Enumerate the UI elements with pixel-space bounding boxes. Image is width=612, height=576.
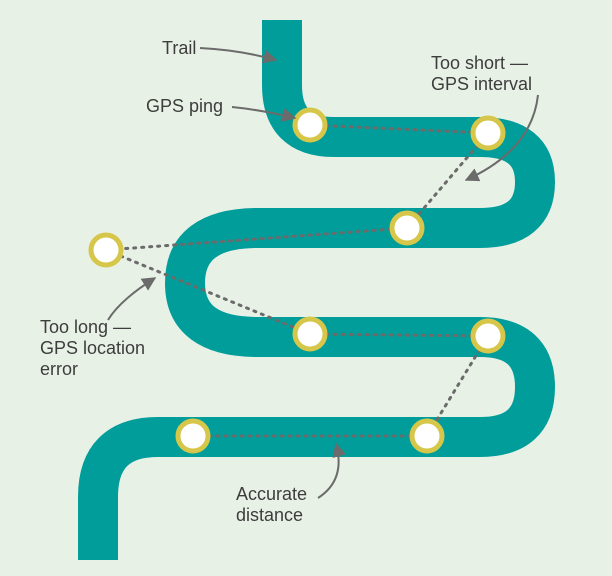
gps-ping-marker — [292, 107, 328, 143]
dotted-segment — [104, 226, 409, 252]
gps-dotted-lines — [104, 123, 490, 438]
dotted-segment — [308, 123, 490, 135]
too-long-label: Too long — GPS location error — [40, 317, 145, 380]
dotted-segment — [405, 131, 490, 230]
too-short-label: Too short — GPS interval — [431, 53, 532, 95]
too-long-line-1: Too long — — [40, 317, 132, 337]
gps-ping-marker — [389, 210, 425, 246]
accurate-distance-arrow — [317, 442, 347, 499]
annotation-arrows — [107, 47, 539, 499]
dotted-segment — [308, 332, 490, 338]
gps-ping-label-text: GPS ping — [146, 96, 224, 116]
accurate-line-1: Accurate — [236, 484, 308, 504]
dotted-segment — [104, 248, 312, 336]
gps-ping-marker — [292, 316, 328, 352]
gps-ping-marker — [175, 418, 211, 454]
trail-label-text: Trail — [162, 38, 197, 58]
trail-label: Trail — [162, 38, 196, 59]
trail-arrow — [199, 47, 278, 64]
accurate-distance-label: Accurate distance — [236, 484, 307, 526]
too-long-arrow — [107, 277, 157, 321]
gps-ping-marker — [470, 318, 506, 354]
gps-ping-marker — [88, 232, 124, 268]
gps-ping-marker — [409, 418, 445, 454]
too-short-line-2: GPS interval — [431, 74, 533, 94]
dotted-segment — [425, 334, 490, 438]
too-long-line-3: error — [40, 359, 79, 379]
too-short-arrow — [464, 94, 539, 182]
gps-ping-arrow — [231, 106, 297, 122]
gps-pings — [88, 107, 506, 454]
too-short-line-1: Too short — — [431, 53, 529, 73]
too-long-line-2: GPS location — [40, 338, 146, 358]
gps-ping-label: GPS ping — [146, 96, 223, 117]
accurate-line-2: distance — [236, 505, 304, 525]
gps-ping-marker — [470, 115, 506, 151]
